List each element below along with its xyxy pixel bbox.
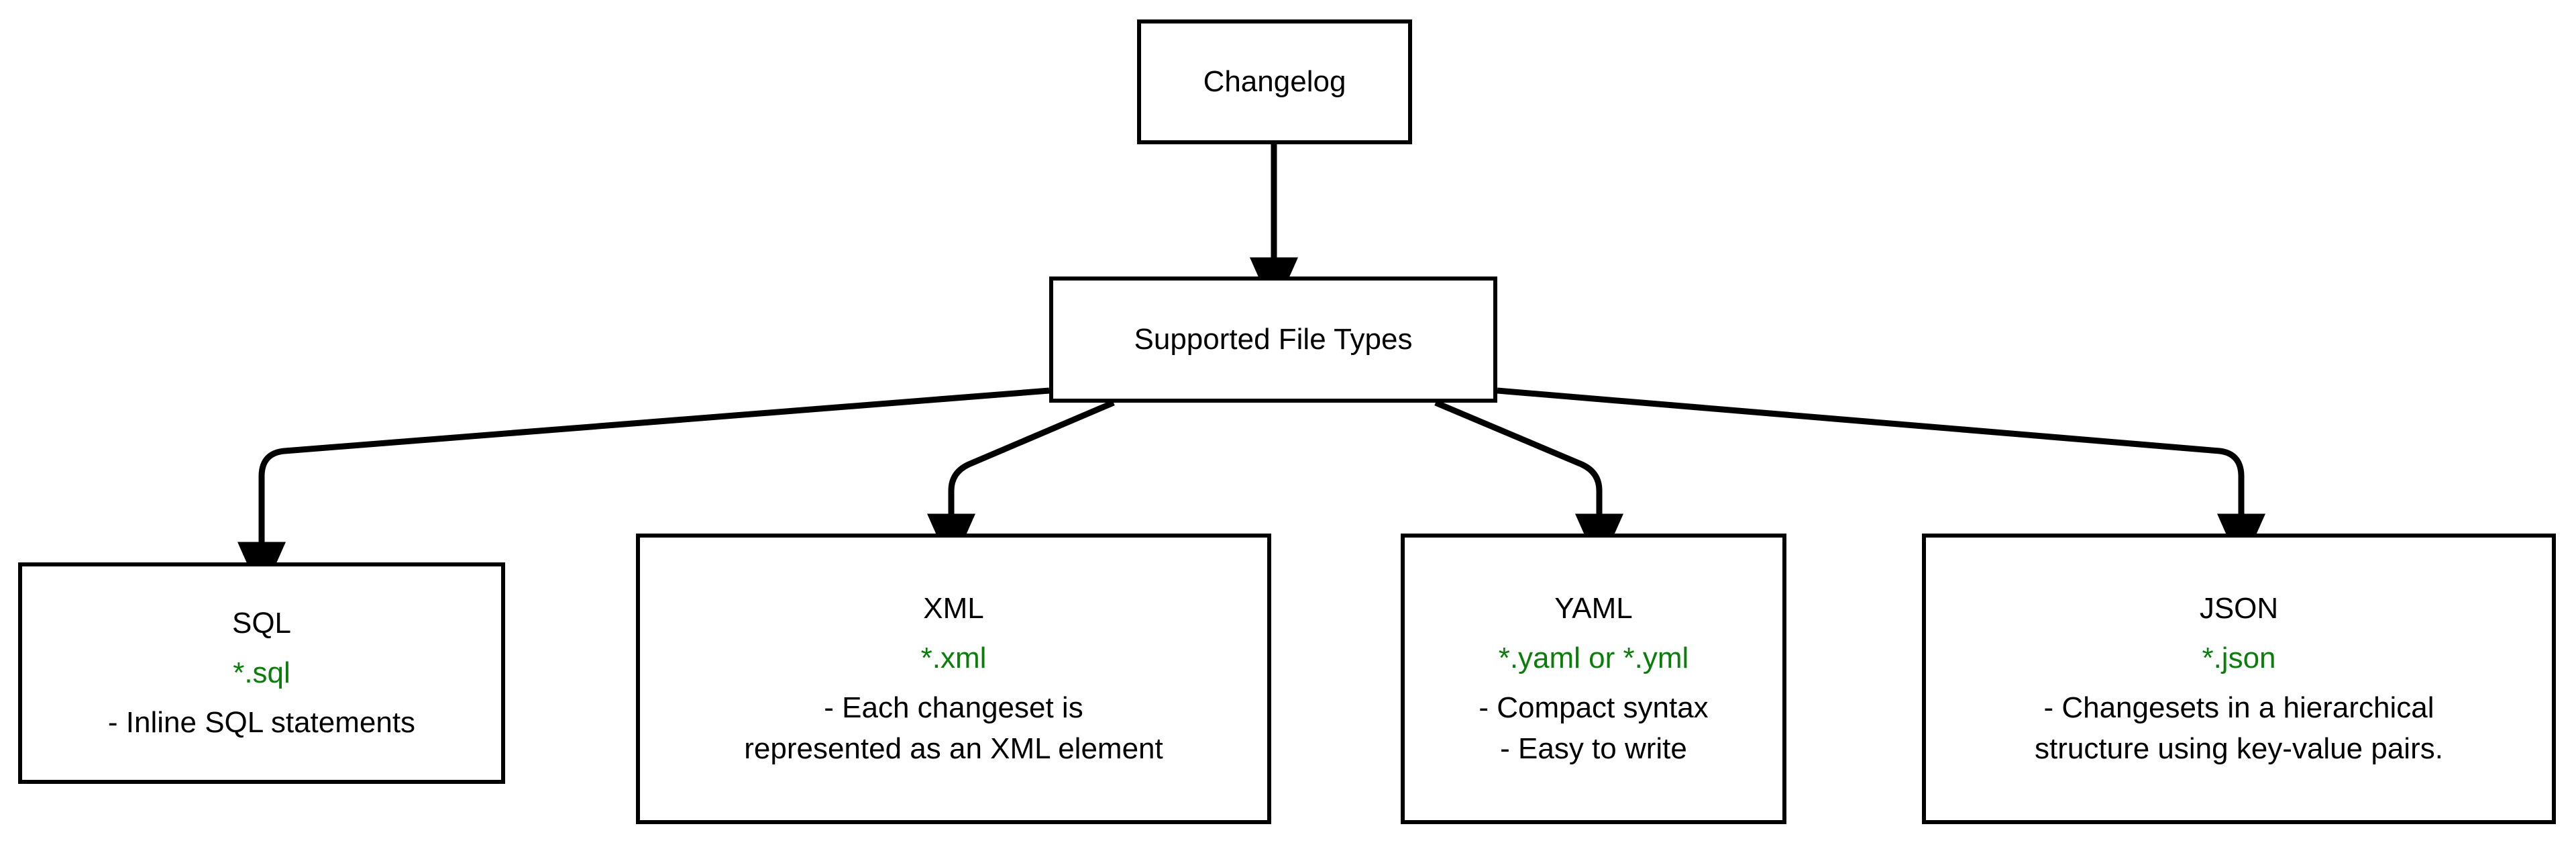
- node-json[interactable]: JSON *.json - Changesets in a hierarchic…: [1922, 534, 2556, 824]
- node-changelog[interactable]: Changelog: [1137, 19, 1412, 144]
- edge-supported-to-json: [1497, 387, 2265, 568]
- node-json-description-line-1: - Changesets in a hierarchical: [2043, 691, 2434, 724]
- node-changelog-title: Changelog: [1203, 65, 1346, 99]
- node-yaml-description-line-1: - Compact syntax: [1479, 691, 1709, 724]
- node-json-extensions: *.json: [2202, 641, 2276, 674]
- node-xml-description-line-1: - Each changeset is: [824, 691, 1083, 724]
- node-yaml-extensions: *.yaml or *.yml: [1498, 641, 1689, 674]
- node-sql-title: SQL: [231, 607, 292, 640]
- node-xml-extensions: *.xml: [920, 641, 987, 674]
- node-yaml-description-line-2: - Easy to write: [1500, 732, 1687, 766]
- node-xml-description-line-2: represented as an XML element: [744, 732, 1163, 766]
- node-sql[interactable]: SQL *.sql - Inline SQL statements: [18, 562, 505, 784]
- edge-supported-to-sql: [237, 387, 1050, 597]
- node-supported-file-types-title: Supported File Types: [1134, 323, 1413, 356]
- node-json-title: JSON: [2199, 591, 2279, 625]
- node-json-description-line-2: structure using key-value pairs.: [2035, 732, 2443, 766]
- node-xml-title: XML: [923, 591, 984, 625]
- node-yaml[interactable]: YAML *.yaml or *.yml - Compact syntax - …: [1401, 534, 1786, 824]
- node-xml[interactable]: XML *.xml - Each changeset is represente…: [636, 534, 1271, 824]
- edge-supported-to-xml: [927, 399, 1115, 568]
- node-yaml-title: YAML: [1554, 591, 1633, 625]
- node-sql-extensions: *.sql: [233, 656, 290, 690]
- node-supported-file-types[interactable]: Supported File Types: [1049, 277, 1497, 403]
- node-sql-description-line-1: - Inline SQL statements: [107, 705, 416, 739]
- edge-supported-to-yaml: [1434, 399, 1623, 568]
